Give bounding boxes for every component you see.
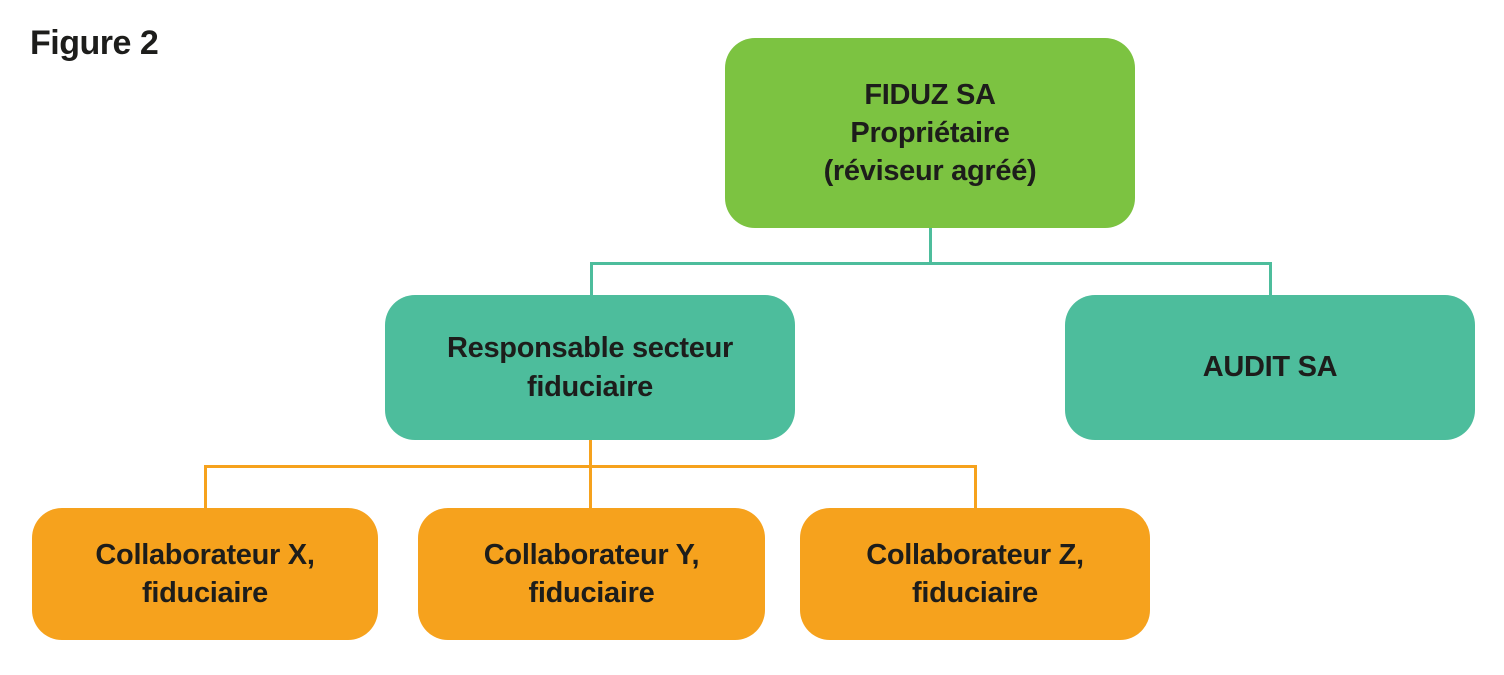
- org-node-collaborateur-z: Collaborateur Z, fiduciaire: [800, 508, 1150, 640]
- org-node-responsable-secteur: Responsable secteur fiduciaire: [385, 295, 795, 440]
- org-node-fiduz-sa: FIDUZ SA Propriétaire (réviseur agréé): [725, 38, 1135, 228]
- org-node-collaborateur-x: Collaborateur X, fiduciaire: [32, 508, 378, 640]
- org-node-collab-y-line-1: Collaborateur Y,: [483, 538, 700, 571]
- org-node-audit-line-1: AUDIT SA: [1202, 351, 1338, 384]
- org-node-collab-x-line-2: fiduciaire: [142, 577, 268, 609]
- org-node-audit-sa: AUDIT SA: [1065, 295, 1475, 440]
- connector-responsable-out: [589, 440, 592, 468]
- org-node-collab-z-line-1: Collaborateur Z,: [866, 538, 1084, 571]
- org-node-collab-z-line-2: fiduciaire: [912, 577, 1038, 609]
- org-node-fiduz-line-1: FIDUZ SA: [864, 78, 996, 111]
- connector-collab-y-down: [589, 465, 592, 508]
- connector-level1-horizontal: [590, 262, 1272, 265]
- figure-label: Figure 2: [30, 24, 159, 62]
- connector-responsable-down: [590, 262, 593, 295]
- org-node-responsable-line-1: Responsable secteur: [446, 332, 734, 365]
- org-node-collab-y-line-2: fiduciaire: [528, 577, 655, 609]
- org-node-fiduz-line-2: Propriétaire: [850, 116, 1010, 149]
- org-node-collaborateur-y: Collaborateur Y, fiduciaire: [418, 508, 765, 640]
- org-node-responsable-line-2: fiduciaire: [527, 370, 653, 403]
- connector-audit-down: [1268, 262, 1272, 295]
- connector-fiduz-down: [928, 228, 932, 265]
- org-node-fiduz-line-3: (réviseur agréé): [823, 155, 1037, 188]
- connector-collab-z-down: [973, 465, 977, 508]
- connector-collab-x-down: [203, 465, 207, 508]
- org-node-collab-x-line-1: Collaborateur X,: [95, 538, 315, 571]
